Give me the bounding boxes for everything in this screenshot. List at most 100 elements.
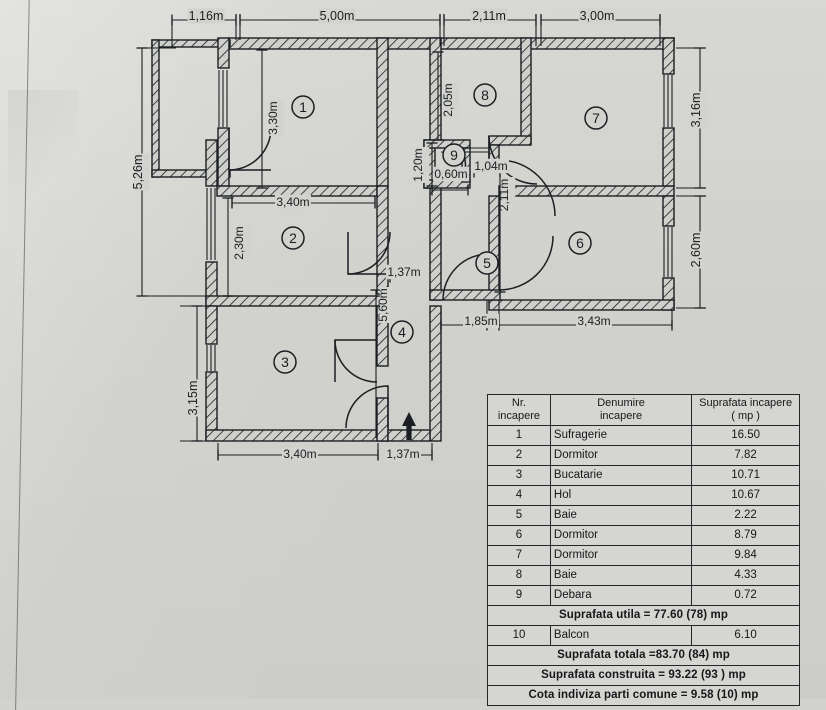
row-area: 0.72 (691, 585, 800, 607)
label-backdrop (433, 166, 469, 182)
dim-interior: 3,40m (276, 195, 309, 209)
label-backdrop (692, 231, 708, 269)
header-name-line2: incapere (599, 410, 643, 423)
row-name: Dormitor (549, 545, 693, 567)
dim-interior: 2,11m (497, 179, 511, 211)
label-backdrop (444, 82, 460, 118)
summary-totala: Suprafata totala =83.70 (84) mp (487, 645, 800, 667)
row-area: 8.79 (691, 525, 800, 547)
dim-top: 5,00m (320, 9, 355, 23)
dim-left: 5,26m (131, 155, 145, 190)
label-backdrop (189, 379, 205, 417)
dim-interior: 3,43m (577, 314, 610, 328)
row-nr: 9 (487, 585, 551, 607)
row-nr: 1 (487, 425, 551, 447)
room-number: 7 (592, 110, 600, 126)
room-number: 4 (398, 324, 406, 340)
wall-structure (151, 37, 675, 442)
summary-totala-row: Suprafata totala =83.70 (84) mp (487, 645, 800, 667)
label-backdrop (187, 8, 225, 24)
row-nr: 2 (487, 445, 551, 467)
row-area: 16.50 (691, 425, 800, 447)
dim-top: 2,11m (472, 9, 506, 23)
label-backdrop (463, 313, 499, 329)
room-schedule-table: Nr. incapere Denumire incapere Suprafata… (487, 393, 800, 707)
dim-interior: 1,20m (411, 148, 425, 181)
label-backdrop (576, 313, 612, 329)
label-backdrop (385, 446, 421, 462)
row-name: Baie (549, 505, 693, 527)
summary-construita: Suprafata construita = 93.22 (93 ) mp (487, 665, 800, 687)
header-name-line1: Denumire (597, 397, 645, 409)
summary-cota: Cota indiviza parti comune = 9.58 (10) m… (487, 685, 800, 707)
label-backdrop (318, 8, 356, 24)
label-backdrop (282, 446, 318, 462)
summary-cota-row: Cota indiviza parti comune = 9.58 (10) m… (487, 685, 800, 707)
row-nr: 7 (487, 545, 551, 567)
row-name: Dormitor (549, 445, 693, 467)
label-backdrop (386, 264, 422, 280)
dim-interior: 1,85m (464, 314, 497, 328)
dim-right: 3,16m (689, 93, 703, 128)
row-name: Sufragerie (549, 425, 693, 447)
label-backdrop (379, 287, 395, 323)
row-name: Debara (549, 585, 693, 607)
label-backdrop (473, 158, 509, 174)
label-backdrop (692, 91, 708, 129)
row-area: 10.67 (691, 485, 800, 507)
label-backdrop (269, 100, 285, 136)
label-backdrop (275, 194, 311, 210)
row-name: Dormitor (549, 525, 693, 547)
header-nr-line1: Nr. (511, 397, 526, 409)
dim-interior: 3,40m (283, 447, 316, 461)
room-number: 6 (576, 235, 584, 251)
room-number: 5 (483, 255, 491, 271)
header-area-line1: Suprafata incapere (699, 397, 793, 409)
summary-utila: Suprafata utila = 77.60 (78) mp (487, 605, 800, 627)
balcony-name: Balcon (549, 625, 693, 647)
header-name: Denumire incapere (549, 393, 693, 427)
header-area: Suprafata incapere ( mp ) (691, 393, 800, 427)
row-nr: 4 (487, 485, 551, 507)
balcony-nr: 10 (487, 625, 551, 647)
north-arrow (402, 412, 416, 440)
room-number: 1 (299, 99, 307, 115)
row-nr: 8 (487, 565, 551, 587)
dim-interior: 5,60m (376, 288, 390, 321)
header-area-line2: ( mp ) (731, 410, 760, 423)
dim-interior: 1,04m (474, 159, 507, 173)
dim-interior: 0,60m (434, 167, 467, 181)
dim-interior: 2,05m (441, 83, 455, 116)
label-backdrop (500, 177, 516, 213)
row-area: 2.22 (691, 505, 800, 527)
label-backdrop (578, 8, 616, 24)
window-openings (206, 70, 673, 371)
room-number-circle (473, 83, 497, 107)
dim-left: 3,15m (186, 381, 200, 416)
row-area: 9.84 (691, 545, 800, 567)
dim-interior: 1,37m (386, 447, 419, 461)
dim-interior: 3,30m (266, 101, 280, 134)
summary-utila-row: Suprafata utila = 77.60 (78) mp (487, 605, 800, 627)
row-nr: 3 (487, 465, 551, 487)
dim-top: 1,16m (189, 9, 224, 23)
room-number-circle (475, 251, 499, 275)
label-backdrop (470, 8, 508, 24)
row-name: Hol (549, 485, 693, 507)
row-area: 10.71 (691, 465, 800, 487)
balcony-area: 6.10 (691, 625, 800, 647)
summary-construita-row: Suprafata construita = 93.22 (93 ) mp (487, 665, 800, 687)
room-number-circle (273, 350, 297, 374)
room-number: 2 (289, 230, 297, 246)
room-number-circle (442, 143, 466, 167)
